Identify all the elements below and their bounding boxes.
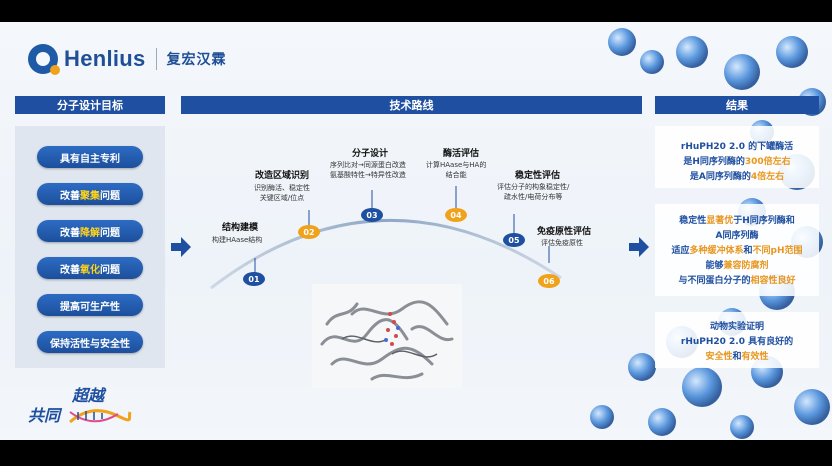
result-animal-study: 动物实验证明 rHuPH20 2.0 具有良好的 安全性和有效性	[655, 312, 819, 368]
slogan: 超越 共同	[28, 382, 138, 432]
arrow-right-icon	[171, 237, 191, 257]
route-arc	[210, 186, 562, 290]
result-stability: 稳定性显著优于H同序列酶和 A同序列酶 适应多种缓冲体系和不同pH范围 能够兼容…	[655, 204, 819, 296]
step-desc: 识别酶活、稳定性关键区域/位点	[254, 184, 310, 202]
step-desc: 计算HAase与HA的结合能	[426, 161, 487, 179]
step-desc: 构建HAase结构	[212, 236, 263, 244]
goal-panel: 具有自主专利 改善聚集问题 改善降解问题 改善氧化问题 提高可生产性 保持活性与…	[15, 126, 165, 368]
logo-divider	[155, 48, 157, 70]
step-marker: 03	[361, 208, 383, 222]
goal-header: 分子设计目标	[15, 96, 165, 114]
result-activity: rHuPH20 2.0 的下罐酶活 是H同序列酶的300倍左右 是A同序列酶的4…	[655, 126, 819, 188]
brand-name-cn: 复宏汉霖	[166, 52, 227, 68]
route-header: 技术路线	[181, 96, 642, 114]
step-title: 稳定性评估	[515, 171, 561, 181]
step-desc: 评估分子的构象稳定性/疏水性/电荷分布等	[497, 183, 570, 201]
goal-item: 提高可生产性	[37, 294, 143, 316]
protein-structure-image	[312, 284, 462, 388]
slogan-text-b: 共同	[28, 406, 61, 425]
step-title: 免疫原性评估	[537, 227, 592, 237]
step-desc: 评估免疫原性	[541, 239, 583, 247]
step-marker: 04	[445, 208, 467, 222]
brand-logo: Henlius 复宏汉霖	[28, 44, 227, 75]
slogan-text-a: 超越	[72, 386, 105, 405]
goal-item: 具有自主专利	[37, 146, 143, 168]
goal-item: 改善降解问题	[37, 220, 143, 242]
step-marker: 06	[538, 274, 560, 288]
brand-name-en: Henlius	[64, 46, 146, 71]
dna-ribbon-icon	[69, 409, 132, 424]
logo-icon	[28, 44, 60, 75]
slide: Henlius 复宏汉霖 分子设计目标 技术路线 结果 具有自主专利 改善聚集问…	[0, 22, 832, 440]
goal-item: 改善聚集问题	[37, 183, 143, 205]
step-title: 改造区域识别	[255, 171, 310, 181]
goal-item: 保持活性与安全性	[37, 331, 143, 353]
step-marker: 01	[243, 272, 265, 286]
step-title: 结构建模	[222, 223, 259, 233]
step-marker: 02	[298, 225, 320, 239]
step-title: 酶活评估	[443, 149, 480, 159]
step-title: 分子设计	[352, 149, 389, 159]
step-marker: 05	[503, 233, 525, 247]
goal-item: 改善氧化问题	[37, 257, 143, 279]
arrow-right-icon	[629, 237, 649, 257]
step-desc: 序列比对→同源蛋白改造氨基酸特性→特异性改造	[330, 161, 406, 179]
result-header: 结果	[655, 96, 819, 114]
